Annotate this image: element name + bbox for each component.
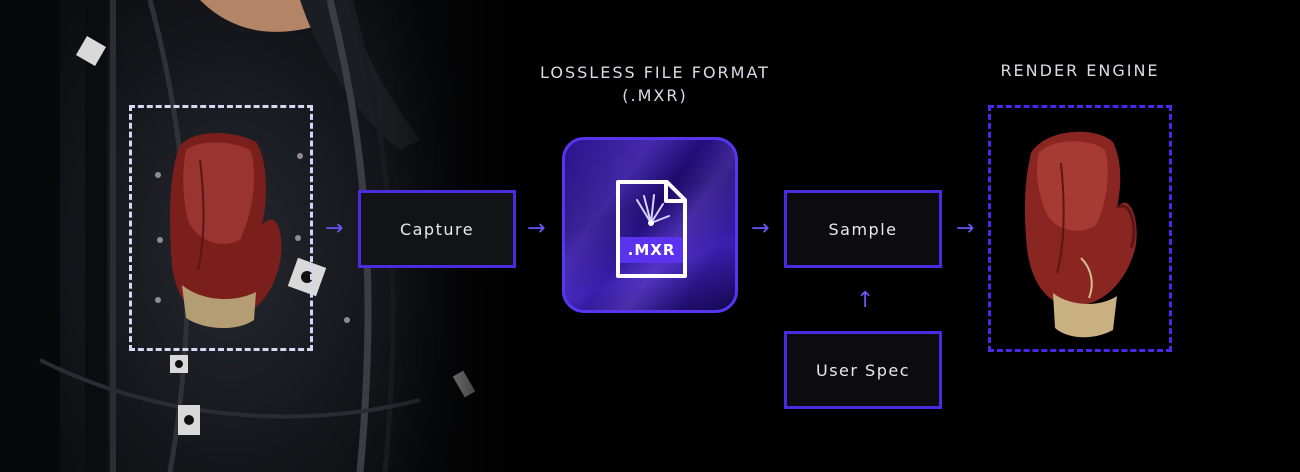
sample-label: Sample — [828, 219, 898, 239]
capture-step: Capture — [358, 190, 516, 268]
sample-step: Sample — [784, 190, 942, 268]
rendered-glove-image — [1024, 131, 1137, 338]
arrow-to-capture: → — [325, 216, 344, 241]
arrow-to-mxr: → — [527, 216, 546, 241]
lossless-format-title: LOSSLESS FILE FORMAT — [540, 63, 770, 82]
mxr-file-card: .MXR — [562, 137, 738, 313]
arrow-to-render: → — [956, 216, 975, 241]
capture-selection-frame — [129, 105, 313, 351]
render-engine-frame — [988, 105, 1172, 352]
arrow-to-sample: → — [751, 216, 770, 241]
lossless-format-extension: (.MXR) — [622, 86, 688, 105]
capture-label: Capture — [399, 219, 475, 239]
user-spec-step: User Spec — [784, 331, 942, 409]
boxing-glove-photo — [170, 132, 282, 329]
mxr-file-icon — [616, 180, 687, 278]
mxr-file-badge: .MXR — [627, 241, 676, 259]
user-spec-label: User Spec — [815, 360, 910, 380]
arrow-userspec-to-sample: ↑ — [856, 288, 875, 313]
lossless-format-caption: LOSSLESS FILE FORMAT (.MXR) — [510, 61, 800, 107]
render-engine-caption: RENDER ENGINE — [1000, 61, 1160, 80]
